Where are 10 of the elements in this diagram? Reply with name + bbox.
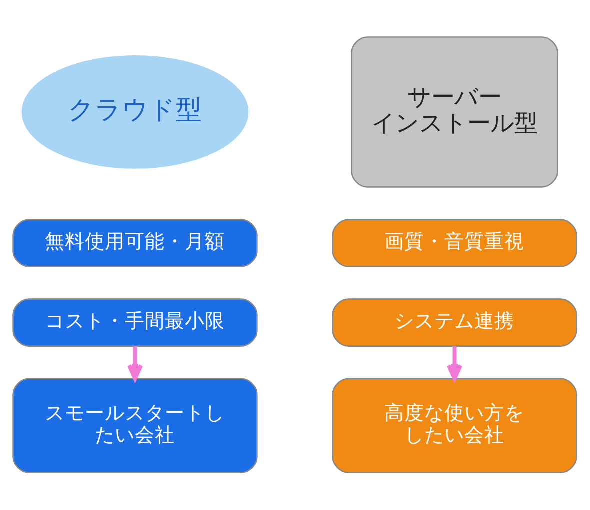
- node-box: 高度な使い方をしたい会社: [332, 378, 578, 474]
- node-box: 画質・音質重視: [332, 219, 578, 268]
- arrow: [446, 346, 463, 381]
- node-box: システム連携: [332, 298, 578, 347]
- arrow: [127, 346, 144, 381]
- node-box: 無料使用可能・月額: [12, 219, 258, 268]
- node-box: スモールスタートしたい会社: [12, 378, 258, 474]
- node-box: コスト・手間最小限: [12, 298, 258, 347]
- node-ellipse: クラウド型: [22, 55, 249, 169]
- node-box: サーバーインストール型: [351, 36, 558, 188]
